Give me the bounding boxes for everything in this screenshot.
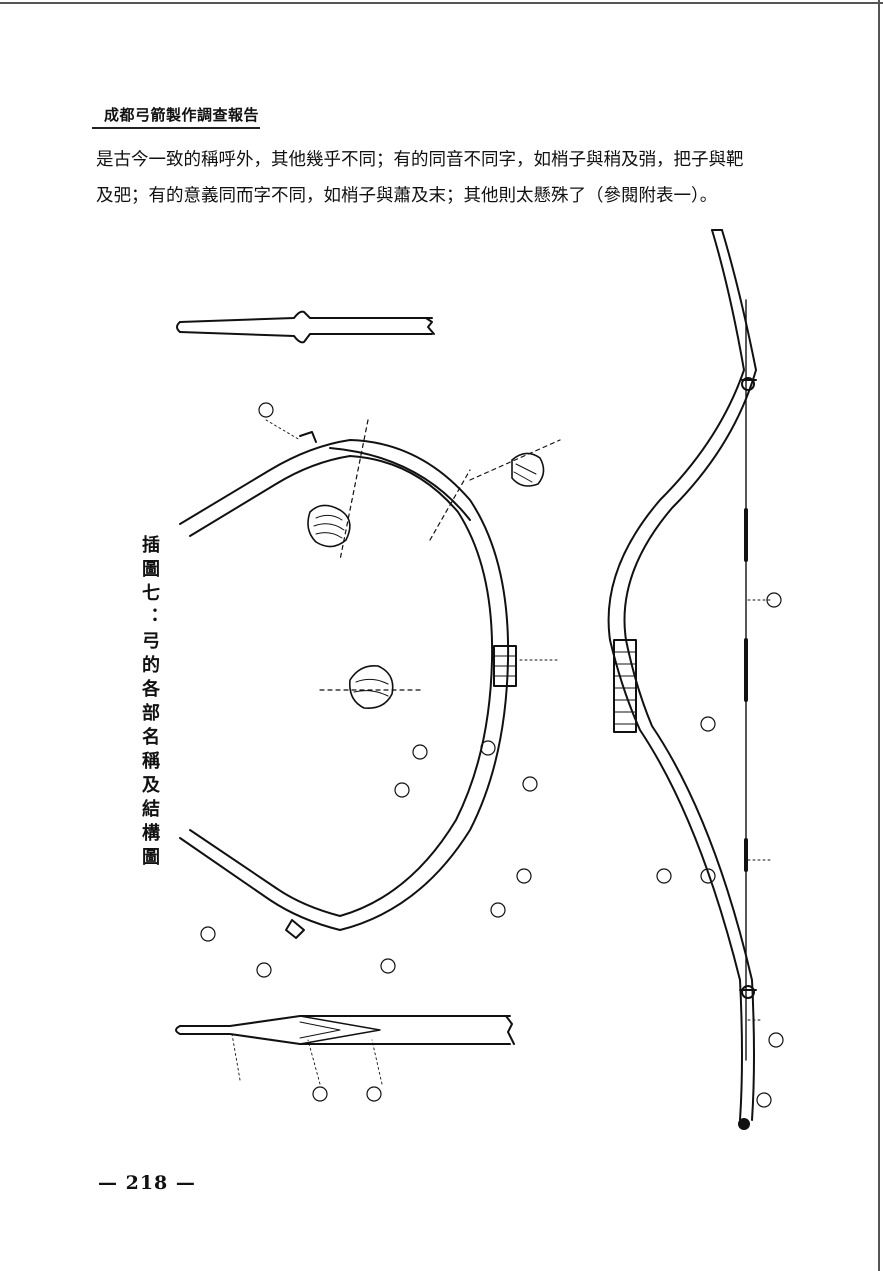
running-head-rule xyxy=(92,127,260,129)
section-guide-lines xyxy=(319,419,561,691)
body-line: 是古今一致的稱呼外，其他幾乎不同；有的同音不同字，如梢子與稍及弰，把子與靶 xyxy=(96,150,744,170)
figure-caption: 插圖七：弓的各部名稱及結構圖 xyxy=(139,535,160,871)
body-text: 是古今一致的稱呼外，其他幾乎不同；有的同音不同字，如梢子與稍及弰，把子與靶 及弝… xyxy=(96,142,816,214)
scan-border-top xyxy=(0,2,883,4)
scan-border-right xyxy=(878,0,880,1271)
bow-side-view xyxy=(607,229,757,1130)
label-leader-lines xyxy=(231,419,771,1085)
arrow-detail-bottom xyxy=(175,1015,515,1045)
page-number: — 218 — xyxy=(98,1172,196,1194)
arrow-nock-detail-top xyxy=(176,310,435,344)
callout-circles xyxy=(200,402,784,1108)
cross-section-views xyxy=(307,452,545,710)
bow-left-curve xyxy=(179,431,517,939)
running-head: 成都弓箭製作調查報告 xyxy=(104,106,260,124)
body-line: 及弝；有的意義同而字不同，如梢子與蕭及末；其他則太懸殊了（參閱附表一）。 xyxy=(96,186,718,206)
